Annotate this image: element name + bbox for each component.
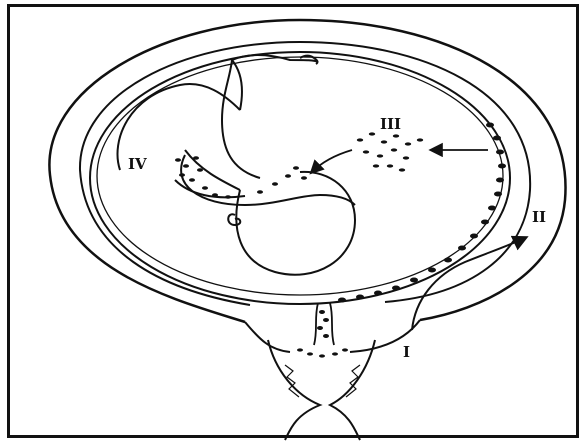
- amniotic-fluid-bacteria: [357, 132, 423, 171]
- label-stage-1: I: [403, 343, 410, 361]
- cervix-folds: [285, 365, 360, 397]
- label-stage-3: III: [380, 115, 401, 133]
- umbilical-cord: [181, 155, 355, 205]
- label-stage-4: IV: [128, 155, 147, 173]
- arrow-iii-to-iv: [312, 150, 352, 172]
- cervical-bacteria-cluster: [297, 310, 348, 358]
- amniotic-membrane-outer: [90, 52, 510, 304]
- label-stage-2: II: [532, 208, 546, 226]
- arrow-i-to-ii: [412, 238, 525, 330]
- cervical-channel: [314, 303, 334, 345]
